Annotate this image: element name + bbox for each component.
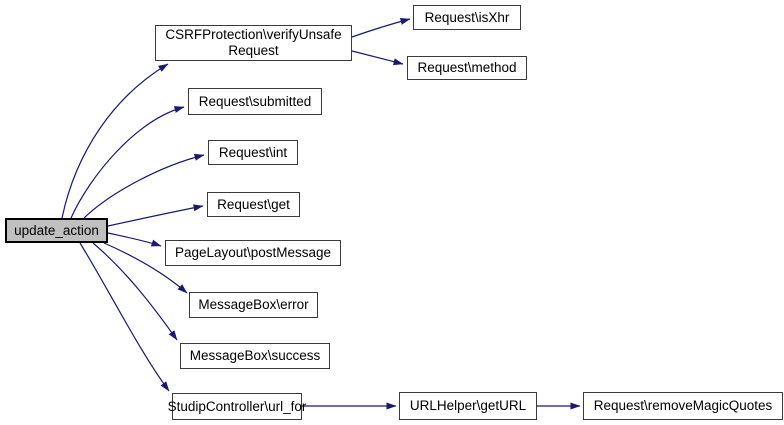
node-request-removemagicquotes[interactable]: Request\removeMagicQuotes [583, 392, 783, 420]
node-studipcontroller-url_for[interactable]: StudipController\url_for [168, 393, 306, 420]
node-request-get[interactable]: Request\get [207, 192, 300, 217]
node-urlhelper-geturl[interactable]: URLHelper\getURL [399, 392, 537, 420]
edge-csrfprotection-to-request-method [351, 50, 404, 66]
node-request-submitted[interactable]: Request\submitted [188, 88, 322, 115]
node-pagelayout-postmessage[interactable]: PageLayout\postMessage [165, 240, 341, 266]
edge-update_action-to-studipcontroller-url_for [79, 242, 170, 392]
edge-csrfprotection-to-request-isxhr [351, 18, 411, 38]
node-csrfprotection-verifyunsaferequest[interactable]: CSRFProtection\verifyUnsafe Request [155, 25, 352, 61]
node-request-int[interactable]: Request\int [208, 140, 298, 165]
edge-update_action-to-request-submitted [70, 106, 185, 219]
edge-update_action-to-messagebox-success [92, 242, 178, 341]
edge-update_action-to-messagebox-error [103, 242, 188, 294]
edge-update_action-to-csrfprotection-verifyunsaferequest [61, 63, 169, 219]
edge-update_action-to-request-get [107, 204, 204, 227]
edge-update_action-to-request-int [83, 153, 205, 219]
node-update-action: update_action [5, 218, 108, 243]
node-request-isxhr[interactable]: Request\isXhr [413, 5, 521, 30]
node-messagebox-success[interactable]: MessageBox\success [180, 343, 330, 369]
node-messagebox-error[interactable]: MessageBox\error [189, 292, 318, 318]
edge-update_action-to-pagelayout-postmessage [107, 232, 162, 247]
node-request-method[interactable]: Request\method [407, 56, 527, 80]
